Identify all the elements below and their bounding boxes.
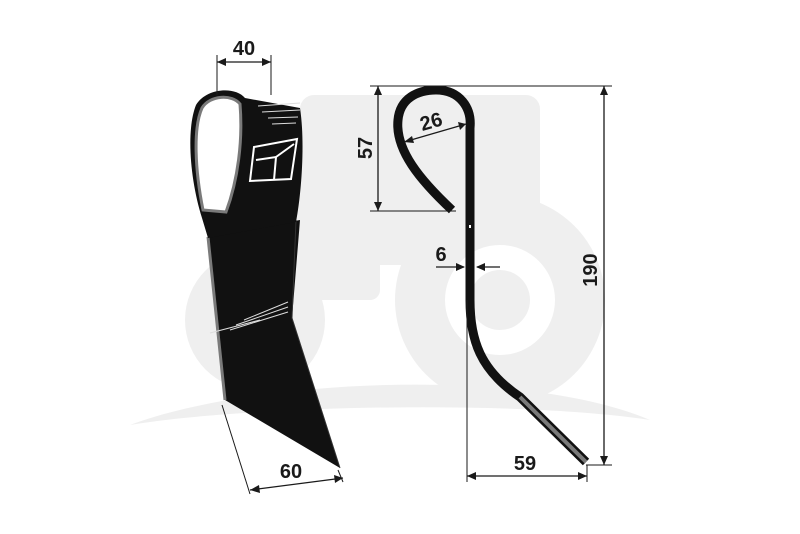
dim-190: 190 <box>440 85 612 466</box>
brand-logo <box>248 137 299 183</box>
dim-59-label: 59 <box>514 453 536 475</box>
dim-40-label: 40 <box>233 38 255 60</box>
blade-front-view <box>190 90 341 469</box>
dim-6-label: 6 <box>435 244 446 266</box>
dim-60-label: 60 <box>280 461 302 483</box>
dim-57-label: 57 <box>355 137 377 159</box>
blade-side-profile <box>393 85 590 466</box>
dim-6: 6 <box>435 244 500 271</box>
dim-57: 57 <box>355 85 456 212</box>
dim-40: 40 <box>216 38 272 95</box>
dim-190-label: 190 <box>580 253 602 286</box>
dim-59: 59 <box>466 300 588 482</box>
dim-60: 60 <box>221 404 344 495</box>
